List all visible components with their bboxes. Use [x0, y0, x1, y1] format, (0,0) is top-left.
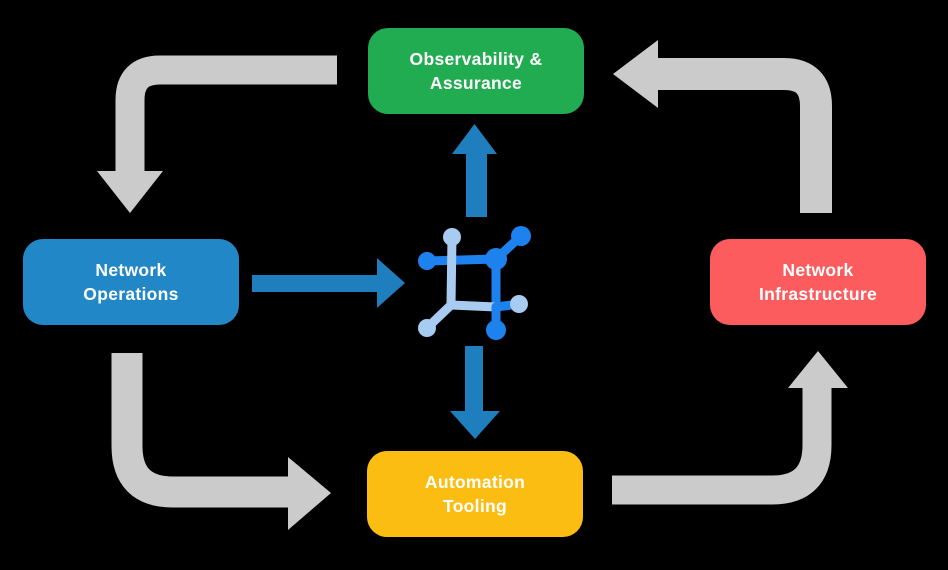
arrow-shaft — [466, 153, 487, 217]
node-automation-tooling: Automation Tooling — [367, 451, 583, 537]
arrow-operations-to-hub — [252, 258, 405, 308]
arrow-head-right — [288, 457, 331, 530]
arrow-head-up — [788, 351, 848, 388]
node-observability-assurance: Observability & Assurance — [368, 28, 584, 114]
node-label-line2: Tooling — [443, 496, 507, 516]
node-label-line1: Observability & — [409, 49, 543, 69]
arrow-shaft — [115, 55, 337, 173]
arrow-infrastructure-to-observability — [613, 40, 832, 213]
node-label-line2: Assurance — [429, 73, 523, 93]
arrow-shaft — [252, 275, 377, 292]
arrow-shaft — [111, 353, 288, 508]
arrow-automation-to-infrastructure — [612, 351, 848, 505]
mesh-node-upper-right — [511, 226, 531, 246]
arrow-head-down — [97, 171, 163, 213]
mesh-square-left-bottom — [446, 232, 501, 312]
arrow-head-down — [450, 411, 500, 439]
node-label-line2: Operations — [83, 284, 179, 304]
node-label-line1: Automation — [424, 472, 526, 492]
mesh-node-top — [443, 228, 461, 246]
mesh-node-bottom — [486, 320, 506, 340]
arrow-observability-to-operations — [97, 55, 337, 213]
arrow-head-right — [377, 258, 405, 308]
node-network-infrastructure: Network Infrastructure — [710, 239, 926, 325]
arrow-shaft — [465, 346, 483, 412]
arrow-operations-to-automation — [111, 353, 331, 530]
node-network-operations: Network Operations — [23, 239, 239, 325]
arrow-head-left — [613, 40, 658, 108]
arrow-shaft — [658, 58, 832, 213]
node-label-line1: Network — [95, 260, 167, 280]
arrow-shaft — [612, 388, 832, 505]
arrow-hub-to-automation — [450, 346, 500, 439]
network-mesh-icon — [418, 226, 531, 340]
mesh-node-left — [418, 252, 436, 270]
arrow-hub-to-observability — [452, 124, 497, 217]
node-label-line1: Network — [782, 260, 854, 280]
mesh-node-lower-left — [418, 319, 436, 337]
mesh-node-top-right-corner — [485, 248, 507, 270]
arrow-head-up — [452, 124, 497, 154]
node-label-line2: Infrastructure — [759, 284, 877, 304]
mesh-node-right — [510, 295, 528, 313]
mesh-square-top-right — [422, 254, 501, 312]
